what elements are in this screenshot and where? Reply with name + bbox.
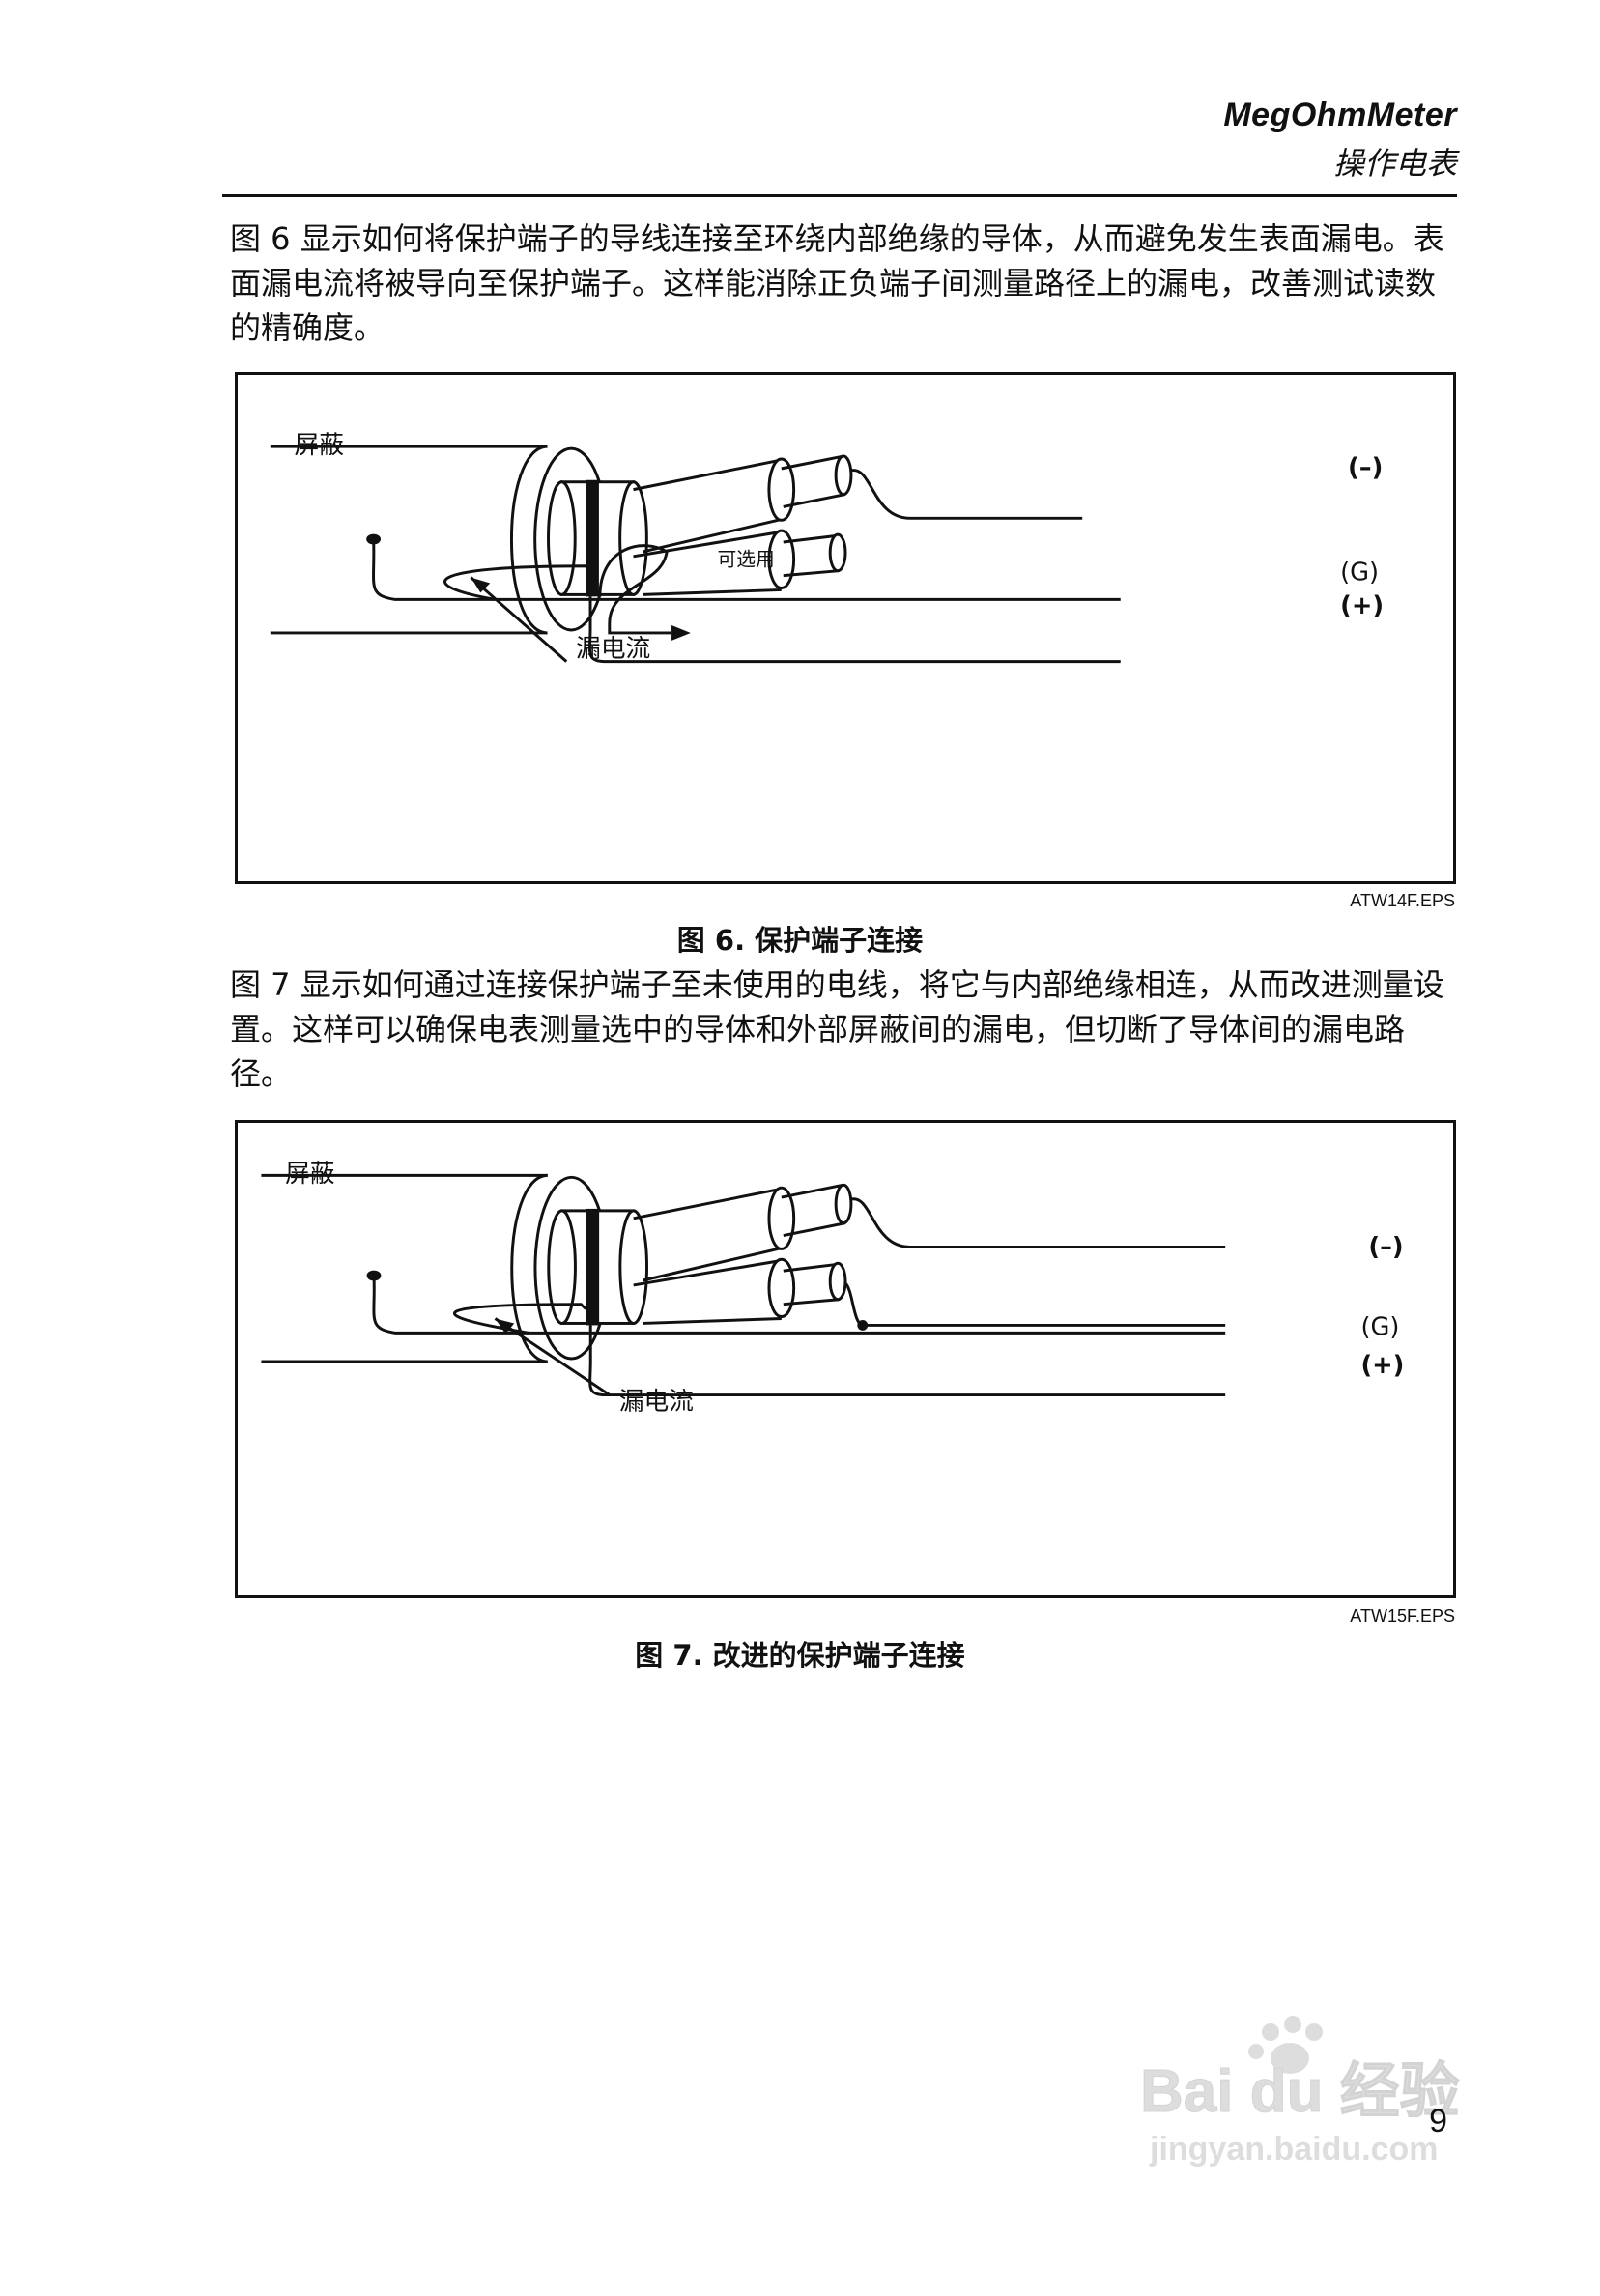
figure7-terminal-minus: (–) — [1368, 1232, 1403, 1261]
figure6-terminal-guard: (G) — [1340, 559, 1379, 588]
figure6-diagram: 屏蔽 可选用 漏电流 (–) (G) (+) — [270, 431, 1384, 664]
figure7-terminal-plus: (+) — [1360, 1351, 1404, 1380]
figure6-optional-label: 可选用 — [718, 549, 775, 571]
paragraph-figure6-intro: 图 6 显示如何将保护端子的导线连接至环绕内部绝缘的导体，从而避免发生表面漏电。… — [230, 220, 1444, 346]
header-rule — [222, 194, 1457, 197]
paragraph-figure7-intro: 图 7 显示如何通过连接保护端子至未使用的电线，将它与内部绝缘相连，从而改进测量… — [230, 966, 1444, 1092]
watermark-url: jingyan.baidu.com — [1149, 2131, 1438, 2167]
figure7-shield-label: 屏蔽 — [285, 1160, 334, 1189]
figure6-frame: 屏蔽 可选用 漏电流 (–) (G) (+) — [235, 372, 1456, 884]
figure7-caption: 图 7. 改进的保护端子连接 — [635, 1639, 965, 1672]
baidu-watermark: Bai du 经验 jingyan.baidu.com — [1140, 2016, 1460, 2167]
figure6-caption: 图 6. 保护端子连接 — [676, 924, 924, 957]
watermark-brand: Bai du 经验 — [1140, 2058, 1460, 2125]
page-number: 9 — [1429, 2103, 1447, 2139]
figure7-leakage-label: 漏电流 — [619, 1387, 694, 1416]
figure6-file-id: ATW14F.EPS — [1350, 891, 1455, 910]
figure6-shield-label: 屏蔽 — [295, 431, 344, 460]
figure7-terminal-guard: (G) — [1360, 1312, 1399, 1341]
figure7-file-id: ATW15F.EPS — [1350, 1606, 1455, 1625]
paw-icon — [1248, 2016, 1323, 2074]
page-header-subtitle: 操作电表 — [1332, 145, 1457, 182]
figure6-terminal-plus: (+) — [1340, 591, 1384, 620]
page-header-title: MegOhmMeter — [1223, 97, 1457, 133]
figure6-leakage-label: 漏电流 — [576, 635, 650, 664]
figure7-frame: 屏蔽 漏电流 (–) (G) (+) — [235, 1120, 1456, 1598]
figure7-diagram: 屏蔽 漏电流 (–) (G) (+) — [261, 1160, 1404, 1416]
figure6-terminal-minus: (–) — [1348, 453, 1383, 482]
